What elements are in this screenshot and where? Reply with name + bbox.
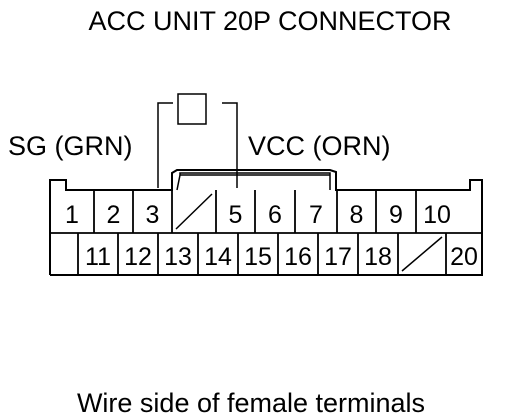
terminal-3-label: 3 (146, 201, 160, 229)
terminal-15-label: 15 (244, 243, 272, 271)
terminal-10-label: 10 (423, 201, 451, 229)
vcc-wire-label: VCC (ORN) (248, 131, 391, 161)
sg-wire-label: SG (GRN) (8, 131, 133, 161)
terminal-14-label: 14 (204, 243, 232, 271)
terminal-16-label: 16 (284, 243, 312, 271)
terminal-9-label: 9 (389, 201, 403, 229)
diagram-title: ACC UNIT 20P CONNECTOR (88, 6, 451, 36)
unused-terminal-slash (401, 236, 443, 272)
terminal-2-label: 2 (107, 201, 121, 229)
terminal-5-label: 5 (229, 201, 243, 229)
terminal-6-label: 6 (268, 201, 282, 229)
latch-symbol (157, 93, 238, 188)
terminal-1-label: 1 (65, 201, 79, 229)
connector-housing (49, 169, 483, 276)
terminal-12-label: 12 (124, 243, 152, 271)
unused-terminal-slash (175, 193, 213, 230)
terminal-7-label: 7 (309, 201, 323, 229)
terminal-8-label: 8 (350, 201, 364, 229)
diagram-caption: Wire side of female terminals (77, 388, 425, 418)
terminal-17-label: 17 (324, 243, 352, 271)
terminal-13-label: 13 (164, 243, 192, 271)
bottom-terminal-row: 11 12 13 14 15 16 17 18 20 (77, 233, 478, 275)
terminal-20-label: 20 (450, 243, 478, 271)
terminal-11-label: 11 (85, 243, 111, 271)
terminal-18-label: 18 (364, 243, 392, 271)
